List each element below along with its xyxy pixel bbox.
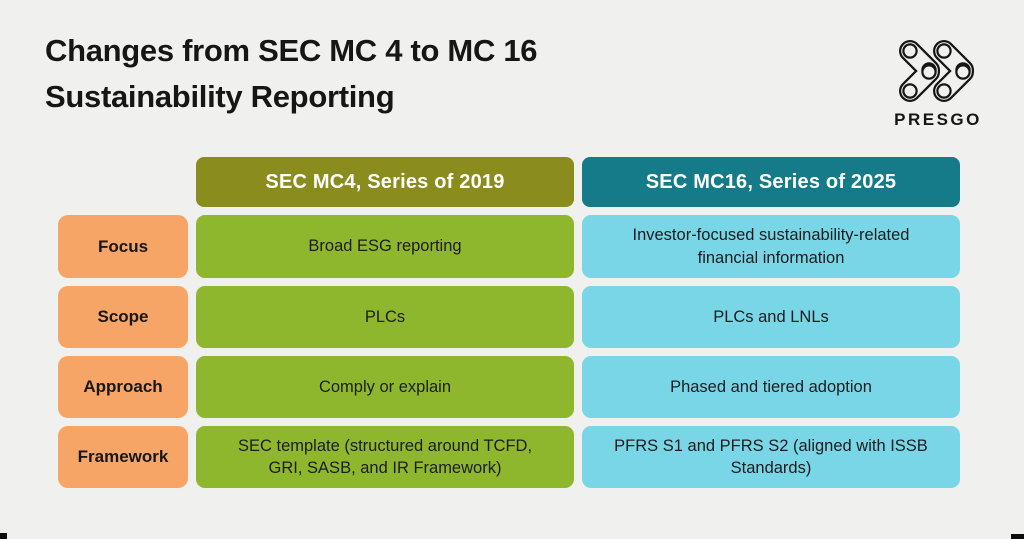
bottom-edge-artifact-right [1011,534,1024,539]
page-title: Changes from SEC MC 4 to MC 16 Sustainab… [45,28,538,120]
cell-mc4-approach: Comply or explain [196,356,574,418]
row-label-approach: Approach [58,356,188,418]
row-label-focus: Focus [58,215,188,278]
cell-mc4-focus: Broad ESG reporting [196,215,574,278]
page-title-line1: Changes from SEC MC 4 to MC 16 [45,33,538,68]
logo-wordmark: PRESGO [894,110,982,129]
presgo-logo: PRESGO [886,40,990,130]
column-header-mc4: SEC MC4, Series of 2019 [196,157,574,207]
cell-mc16-scope: PLCs and LNLs [582,286,960,348]
double-chevron-capsules-icon [899,40,977,102]
cell-mc4-framework: SEC template (structured around TCFD, GR… [196,426,574,488]
row-label-framework: Framework [58,426,188,488]
cell-mc4-scope: PLCs [196,286,574,348]
page-title-line2: Sustainability Reporting [45,79,395,114]
cell-mc16-approach: Phased and tiered adoption [582,356,960,418]
bottom-edge-artifact-left [0,533,7,539]
comparison-table: SEC MC4, Series of 2019 SEC MC16, Series… [58,157,960,488]
table-corner-spacer [58,157,188,207]
cell-mc16-focus: Investor-focused sustainability-related … [582,215,960,278]
column-header-mc16: SEC MC16, Series of 2025 [582,157,960,207]
row-label-scope: Scope [58,286,188,348]
cell-mc16-framework: PFRS S1 and PFRS S2 (aligned with ISSB S… [582,426,960,488]
